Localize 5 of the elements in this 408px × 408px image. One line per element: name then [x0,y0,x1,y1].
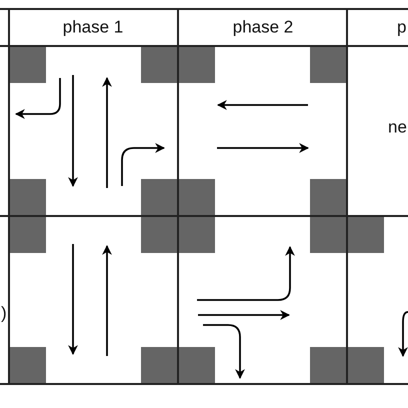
column-header: p [397,18,406,36]
column-header: phase 1 [62,18,124,36]
row-label: ) [1,304,7,322]
column-header: phase 2 [232,18,294,36]
cell-text: ne [388,118,407,136]
